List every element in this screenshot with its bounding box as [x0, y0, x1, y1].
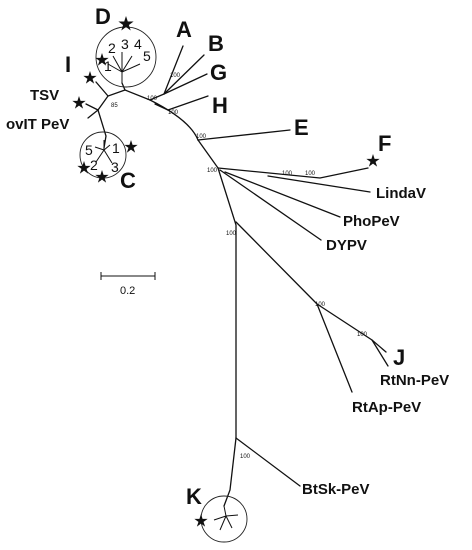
taxon-dypv: DYPV: [326, 237, 367, 254]
star-icon: [83, 71, 97, 84]
bootstrap-label: 100: [207, 168, 218, 174]
clade-label-j: J: [393, 345, 405, 370]
clade-d-num-2: 2: [108, 40, 116, 56]
branch-to-ovit: [87, 109, 99, 119]
branch-to-btsk: [235, 437, 301, 487]
clade-d-group: 1 2 3 4 5: [95, 26, 157, 88]
star-icon: [95, 170, 109, 183]
taxon-phopev: PhoPeV: [343, 213, 400, 230]
bootstrap-label: 85: [111, 103, 118, 109]
star-icon: [124, 140, 138, 153]
clade-k-group: [200, 495, 248, 543]
branch-to-c: [97, 109, 107, 149]
taxon-ovit-pev: ovIT PeV: [6, 116, 69, 133]
branch-trunk-lower: [217, 167, 237, 439]
star-icon: [194, 514, 208, 527]
clade-c-fan: [94, 140, 113, 164]
branch-to-i: [95, 81, 109, 97]
taxon-tsv: TSV: [30, 87, 59, 104]
clade-label-a: A: [176, 17, 192, 42]
taxon-rtnn-pev: RtNn-PeV: [380, 372, 449, 389]
branch-to-linda: [267, 175, 371, 193]
scale-bar-label: 0.2: [120, 285, 135, 297]
clade-c-num-2: 2: [90, 157, 98, 173]
clade-label-i: I: [65, 52, 71, 77]
bootstrap-label: 100: [168, 110, 179, 116]
star-icon: [366, 154, 380, 167]
scale-bar: 0.2: [100, 272, 156, 297]
clade-d-num-5: 5: [143, 48, 151, 64]
star-icon: [72, 96, 86, 109]
taxon-btsk-pev: BtSk-PeV: [302, 481, 370, 498]
branch-to-rtap: [316, 303, 353, 393]
clade-label-c: C: [120, 168, 136, 193]
clade-k-circle: [200, 495, 248, 543]
branch-to-f-outer: [217, 167, 369, 179]
clade-label-h: H: [212, 93, 228, 118]
branch-to-b: [163, 54, 205, 95]
bootstrap-label: 100: [226, 231, 237, 237]
bootstrap-label: 100: [305, 171, 316, 177]
clade-c-num-3: 5: [85, 142, 93, 158]
star-icon: [118, 16, 134, 31]
branch-to-rt: [235, 221, 318, 305]
bootstrap-label: 100: [357, 332, 368, 338]
clade-letters: D A B G H I E F C J K: [65, 4, 405, 509]
bootstrap-label: 100: [170, 73, 181, 79]
clade-d-num-3: 3: [121, 36, 129, 52]
bootstrap-label: 100: [196, 134, 207, 140]
branch-to-e: [197, 129, 291, 141]
clade-c-num-1: 1: [112, 140, 120, 156]
clade-k-fan: [213, 505, 239, 531]
branch-to-dypv: [219, 169, 322, 241]
clade-label-b: B: [208, 31, 224, 56]
clade-d-fan: [107, 52, 141, 83]
branch-h-link: [154, 103, 169, 111]
clade-label-f: F: [378, 131, 391, 156]
branch-to-g: [163, 73, 208, 95]
branch-to-h: [167, 95, 209, 111]
branch-to-rtnn: [371, 339, 389, 367]
star-icon: [95, 53, 109, 66]
tree-branches: [85, 45, 389, 507]
branch-to-phopev: [224, 171, 341, 218]
bootstrap-label: 100: [147, 96, 158, 102]
clade-label-e: E: [294, 115, 309, 140]
clade-label-k: K: [186, 484, 202, 509]
bootstrap-values: 85 100 100 100 100 100 100 100 100 100 1…: [111, 73, 368, 460]
bootstrap-label: 100: [282, 171, 293, 177]
star-icon: [77, 161, 91, 174]
stars: [72, 16, 380, 527]
taxon-rtap-pev: RtAp-PeV: [352, 399, 421, 416]
taxon-labels: TSV ovIT PeV LindaV PhoPeV DYPV RtNn-PeV…: [6, 87, 449, 498]
scale-bar-line: [100, 272, 156, 280]
taxon-lindav: LindaV: [376, 185, 426, 202]
clade-d-num-4: 4: [134, 36, 142, 52]
branch-trunk-mid: [197, 139, 219, 169]
branch-trunk-upper: [149, 99, 199, 141]
clade-c-num-5: 3: [111, 159, 119, 175]
bootstrap-label: 100: [240, 454, 251, 460]
clade-label-d: D: [95, 4, 111, 29]
branch-to-tsv: [85, 103, 99, 111]
branch-to-k: [223, 437, 237, 507]
clade-label-g: G: [210, 60, 227, 85]
clade-d-num-1: 1: [104, 58, 112, 74]
bootstrap-label: 100: [315, 302, 326, 308]
